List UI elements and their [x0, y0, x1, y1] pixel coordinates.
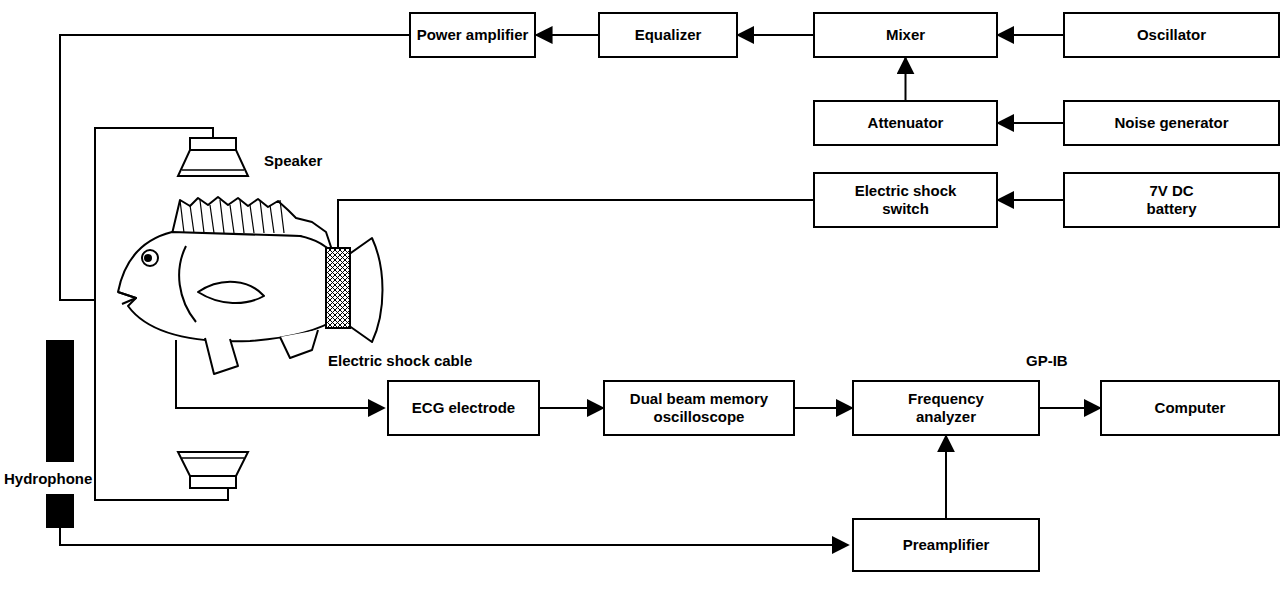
hydrophone-cable: [60, 528, 848, 545]
process-box: Computer: [1100, 380, 1280, 436]
signal-arrow: [998, 199, 1063, 201]
signal-arrow: [998, 34, 1063, 36]
signal-arrow: [998, 122, 1063, 124]
box-text: Dual beam memory oscilloscope: [624, 390, 774, 426]
process-box: Electric shock switch: [813, 172, 998, 228]
process-box: Mixer: [813, 12, 998, 58]
box-text: Frequency analyzer: [899, 390, 994, 426]
fin-spines: [180, 200, 284, 233]
signal-arrow: [536, 34, 598, 36]
process-box: ECG electrode: [387, 380, 540, 436]
process-box: Preamplifier: [852, 518, 1040, 572]
box-text: Attenuator: [868, 114, 944, 132]
box-text: Equalizer: [635, 26, 702, 44]
signal-arrow: [540, 407, 603, 409]
process-box: 7V DC battery: [1063, 172, 1280, 228]
box-text: ECG electrode: [412, 399, 515, 417]
speaker-symbol: [178, 452, 248, 488]
part-label: Speaker: [262, 152, 324, 170]
shock-electrode: [326, 248, 350, 328]
process-box: Oscillator: [1063, 12, 1280, 58]
signal-name: GP-IB: [1024, 352, 1070, 370]
signal-arrow: [905, 58, 907, 100]
process-box: Power amplifier: [409, 12, 537, 58]
process-box: Frequency analyzer: [852, 380, 1040, 436]
box-text: Oscillator: [1137, 26, 1206, 44]
process-box: Dual beam memory oscilloscope: [603, 380, 795, 436]
signal-arrow: [795, 407, 852, 409]
shock-cable: [338, 200, 815, 248]
box-text: Mixer: [886, 26, 925, 44]
process-box: Equalizer: [598, 12, 738, 58]
part-label: Electric shock cable: [326, 352, 474, 370]
box-text: Preamplifier: [903, 536, 990, 554]
box-text: Noise generator: [1114, 114, 1228, 132]
signal-arrow: [738, 34, 813, 36]
box-text: 7V DC battery: [1134, 182, 1209, 218]
box-text: Computer: [1155, 399, 1226, 417]
signal-arrow: [1040, 407, 1100, 409]
process-box: Attenuator: [813, 100, 998, 146]
ecg-lead: [176, 340, 384, 408]
fish-illustration: [118, 197, 383, 374]
signal-arrow: [945, 436, 947, 518]
box-text: Power amplifier: [417, 26, 529, 44]
speaker-symbol: [178, 138, 248, 176]
box-text: Electric shock switch: [846, 182, 966, 218]
process-box: Noise generator: [1063, 100, 1280, 146]
hydrophone-symbol: [46, 340, 74, 528]
part-label: Hydrophone: [2, 470, 94, 488]
